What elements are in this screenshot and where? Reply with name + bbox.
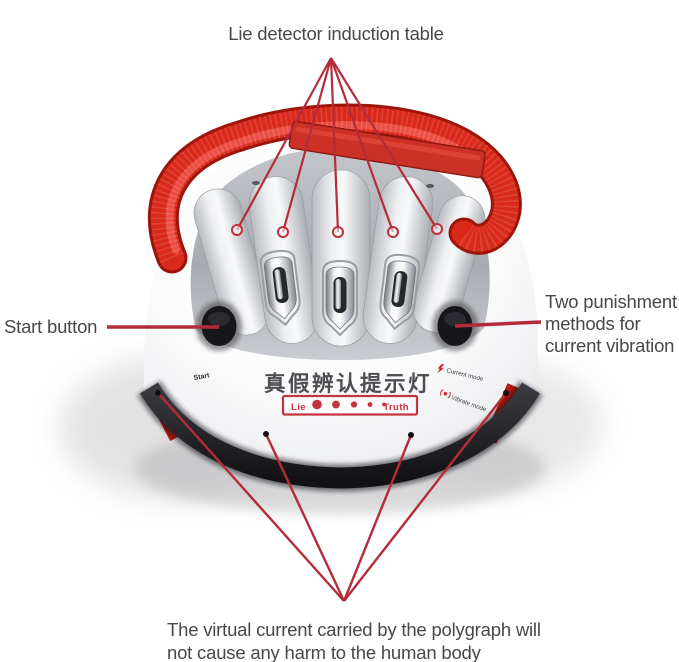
callout-line bbox=[236, 57, 332, 231]
anchor-dot bbox=[503, 390, 509, 396]
callout-lines-top bbox=[236, 57, 438, 233]
induction-point-marker bbox=[332, 226, 344, 238]
bottom-annotation-line: The virtual current carried by the polyg… bbox=[167, 619, 541, 640]
callout-layer: Lie detector induction table Start butto… bbox=[4, 23, 677, 662]
induction-point-markers bbox=[231, 223, 443, 238]
vibration-icon bbox=[440, 389, 451, 399]
dome-mark-right bbox=[426, 184, 434, 188]
dome-mark-left bbox=[252, 181, 260, 185]
right-annotation-line: Two punishment bbox=[545, 291, 677, 312]
start-button-highlight bbox=[208, 312, 230, 326]
indicator-dot bbox=[382, 402, 386, 407]
truth-label: Truth bbox=[383, 402, 409, 413]
induction-point-marker bbox=[277, 226, 289, 238]
finger-groove-1 bbox=[193, 188, 271, 336]
electrode-3 bbox=[379, 253, 421, 331]
callout-line bbox=[343, 392, 507, 602]
strap-band bbox=[150, 106, 519, 271]
device-face-printing: Start 真假辨认提示灯 Lie Truth Current mode bbox=[193, 363, 488, 416]
anchor-dot bbox=[408, 432, 414, 438]
anchor-dot bbox=[155, 390, 161, 396]
top-annotation-label: Lie detector induction table bbox=[228, 23, 444, 44]
electrode-1 bbox=[259, 249, 301, 327]
right-annotation-line: methods for bbox=[545, 313, 641, 334]
electrodes bbox=[259, 249, 421, 337]
right-annotation-label: Two punishment methods for current vibra… bbox=[545, 291, 677, 356]
callout-line bbox=[264, 433, 346, 602]
bottom-anchor-dots bbox=[155, 390, 509, 438]
induction-point-marker bbox=[387, 226, 399, 238]
bottom-annotation-label: The virtual current carried by the polyg… bbox=[167, 619, 541, 662]
lightning-icon bbox=[437, 363, 445, 374]
anchor-dot bbox=[263, 431, 269, 437]
callout-line bbox=[342, 434, 413, 602]
callout-line bbox=[330, 57, 438, 230]
start-label: Start bbox=[193, 372, 211, 382]
indicator-dots bbox=[312, 399, 386, 410]
callout-line bbox=[157, 392, 345, 602]
mode-button-highlight bbox=[444, 312, 466, 326]
induction-point-marker bbox=[431, 223, 443, 235]
indicator-dot bbox=[312, 399, 322, 410]
callout-lines-bottom bbox=[157, 392, 507, 602]
callout-line bbox=[329, 57, 395, 233]
strap-highlight bbox=[165, 121, 460, 254]
callout-line bbox=[281, 57, 333, 233]
indicator-dot bbox=[332, 400, 340, 409]
base-band bbox=[140, 382, 540, 489]
callout-line-mode-button bbox=[454, 320, 542, 328]
left-annotation-label: Start button bbox=[4, 316, 97, 337]
indicator-dot bbox=[367, 402, 373, 407]
callout-line bbox=[329, 57, 340, 233]
induction-point-marker bbox=[231, 224, 243, 236]
electrode-2 bbox=[322, 259, 358, 337]
right-annotation-line: current vibration bbox=[545, 335, 674, 356]
lie-label: Lie bbox=[291, 402, 306, 413]
indicator-dot bbox=[350, 401, 358, 408]
indicator-title-cn: 真假辨认提示灯 bbox=[264, 371, 432, 396]
lie-truth-indicator: Lie Truth bbox=[281, 394, 419, 416]
bottom-annotation-line: not cause any harm to the human body bbox=[167, 642, 482, 662]
